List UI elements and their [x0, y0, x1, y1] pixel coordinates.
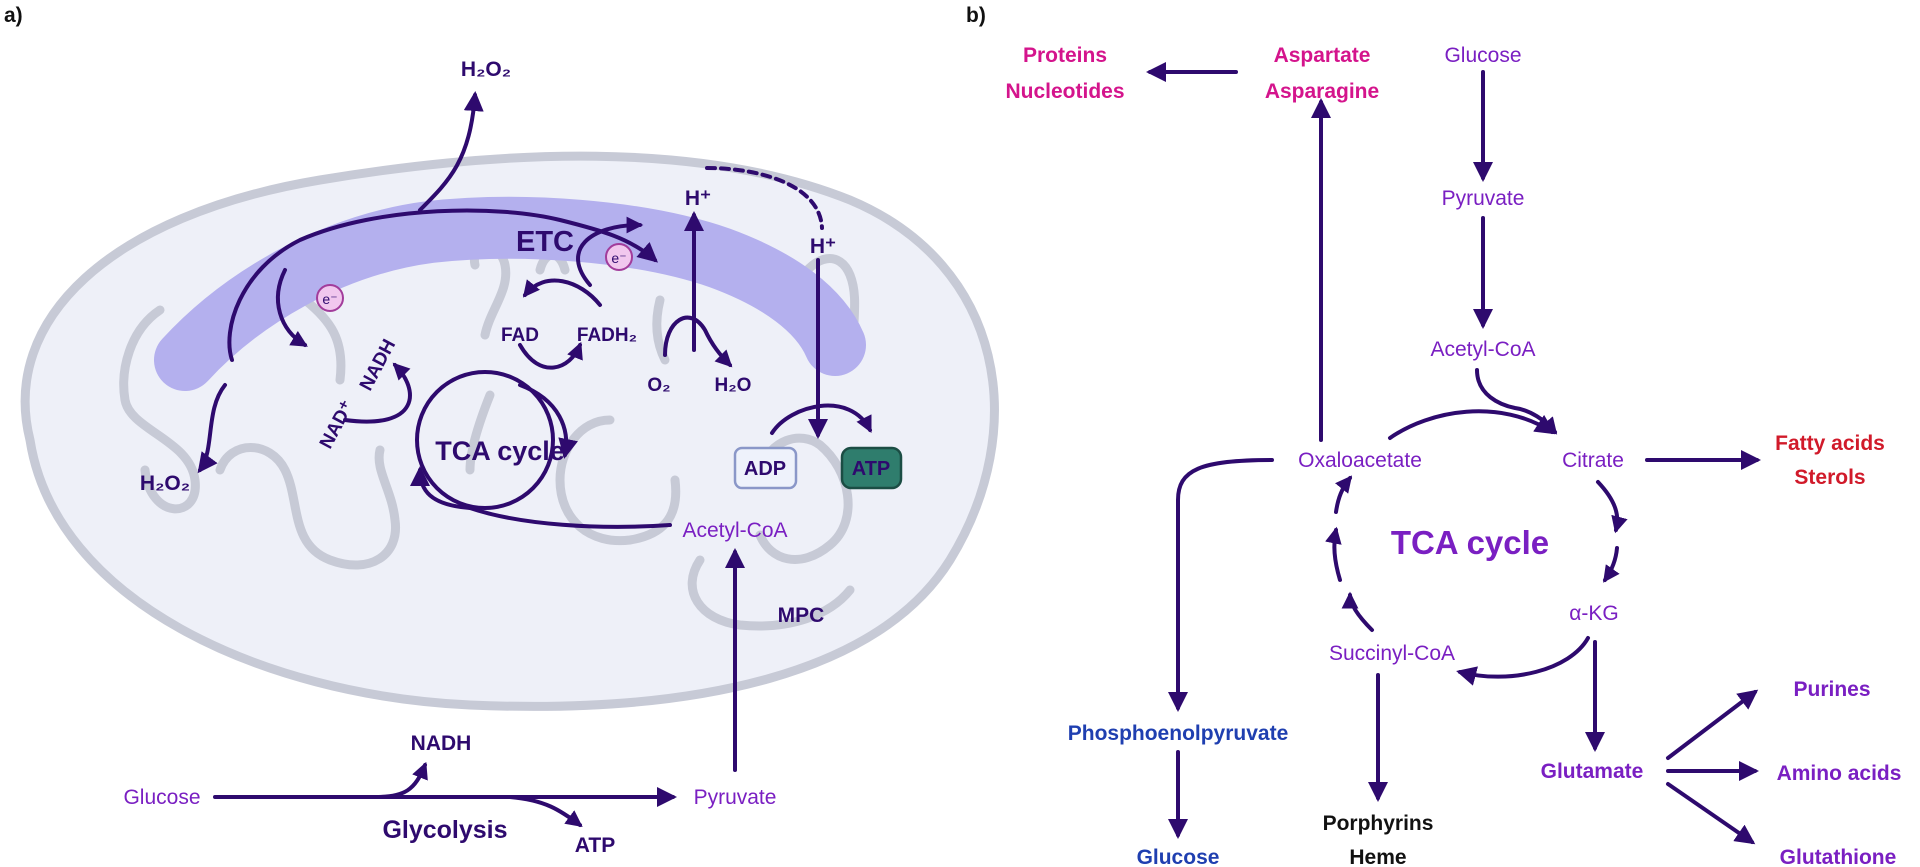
- arrow-succinyl-to-oxaloacetate-3: [1334, 475, 1353, 514]
- arrow-to-fad: [522, 278, 602, 307]
- fad-label: FAD: [501, 325, 539, 346]
- tca-cycle-label-b: TCA cycle: [1391, 524, 1549, 561]
- h-plus-2-label: H⁺: [810, 235, 836, 258]
- crista-10: [652, 295, 670, 365]
- oxaloacetate-label: Oxaloacetate: [1298, 449, 1422, 472]
- fatty-acids-label: Fatty acids: [1775, 432, 1885, 455]
- arrow-fad-to-fadh2: [518, 341, 583, 370]
- adp-box: ADP: [733, 446, 798, 490]
- adp-label: ADP: [744, 458, 786, 480]
- acetyl-coa-label-a: Acetyl-CoA: [682, 519, 787, 542]
- svg-text:e⁻: e⁻: [611, 250, 626, 266]
- crista-2: [300, 295, 346, 385]
- cristae: [119, 243, 860, 631]
- arrow-to-nadh-glycolysis: [373, 761, 428, 799]
- porphyrins-label: Porphyrins: [1323, 812, 1434, 835]
- pyruvate-label-b: Pyruvate: [1442, 187, 1525, 210]
- panel-b-label: b): [966, 4, 986, 27]
- citrate-label: Citrate: [1562, 449, 1624, 472]
- panel-a-arrows: [197, 91, 872, 828]
- electron-2: e⁻: [605, 243, 633, 271]
- h-plus-1-label: H⁺: [685, 187, 711, 210]
- glucose-label-a: Glucose: [123, 786, 200, 809]
- svg-text:e⁻: e⁻: [322, 291, 337, 307]
- nucleotides-label: Nucleotides: [1005, 80, 1124, 103]
- aspartate-label: Aspartate: [1274, 44, 1371, 67]
- panel-a-label: a): [4, 4, 23, 27]
- phosphoenolpyruvate-label: Phosphoenolpyruvate: [1068, 722, 1289, 745]
- panel-b-labels: Proteins Nucleotides Aspartate Asparagin…: [1005, 44, 1901, 867]
- nadh-glycolysis-label: NADH: [411, 732, 472, 755]
- arrow-to-h2o2-top: [418, 91, 484, 212]
- asparagine-label: Asparagine: [1265, 80, 1379, 103]
- arrow-to-h2o2-left: [197, 383, 227, 474]
- h2o2-top-label: H₂O₂: [461, 58, 511, 81]
- arrow-akg-to-succinyl-coa: [1456, 636, 1590, 686]
- glutamate-label: Glutamate: [1541, 760, 1644, 783]
- sterols-label: Sterols: [1794, 466, 1865, 489]
- arrow-citrate-to-akg-2: [1603, 546, 1620, 583]
- glutathione-label: Glutathione: [1780, 846, 1897, 867]
- arrow-acetyl-coa-into-cycle: [1475, 368, 1558, 435]
- panel-b: b) Proteins Nucleotides A: [966, 4, 1901, 867]
- fadh2-label: FADH₂: [577, 325, 637, 346]
- etc-band: [154, 196, 866, 391]
- arrow-oxaloacetate-to-citrate: [1388, 409, 1556, 440]
- o2-label: O₂: [647, 375, 670, 396]
- atp-glycolysis-label: ATP: [575, 834, 615, 857]
- crista-9: [465, 390, 495, 475]
- panel-a: a): [4, 4, 999, 857]
- purines-label: Purines: [1793, 678, 1870, 701]
- arrow-o2-to-h2o: [663, 315, 733, 368]
- crista-8: [687, 555, 855, 631]
- arrow-adp-to-atp: [770, 403, 872, 435]
- electron-1: e⁻: [316, 284, 344, 312]
- panel-b-arrows: [1146, 62, 1761, 845]
- proteins-label: Proteins: [1023, 44, 1107, 67]
- amino-acids-label: Amino acids: [1777, 762, 1902, 785]
- crista-7: [755, 433, 853, 564]
- arrow-fadh2-to-etc: [576, 216, 644, 287]
- pyruvate-label-a: Pyruvate: [694, 786, 777, 809]
- tca-cycle-ring: [415, 370, 555, 510]
- akg-label: α-KG: [1569, 602, 1618, 625]
- tca-cycle-label-a: TCA cycle: [435, 436, 565, 466]
- atp-box: ATP: [840, 446, 903, 490]
- atp-label: ATP: [852, 458, 891, 480]
- succinyl-coa-label: Succinyl-CoA: [1329, 642, 1455, 665]
- arrow-citrate-to-akg-1: [1596, 480, 1628, 534]
- crista-3: [215, 443, 401, 570]
- mitochondrion: [20, 151, 999, 711]
- proton-return-dashed: [705, 166, 824, 230]
- tca-cycle-arrow-right: [518, 383, 578, 459]
- panel-a-metabolite-labels: Acetyl-CoA Glucose Pyruvate: [123, 519, 787, 809]
- arrow-to-atp-glycolysis: [508, 795, 583, 828]
- h2o2-left-label: H₂O₂: [140, 472, 190, 495]
- tca-cycle-arrow-left: [410, 466, 472, 510]
- arrow-electron-nad: [275, 268, 308, 347]
- glycolysis-label: Glycolysis: [382, 816, 507, 844]
- glucose-label-b: Glucose: [1444, 44, 1521, 67]
- mpc-label: MPC: [778, 604, 825, 627]
- arrow-glutamate-to-glutathione: [1666, 782, 1756, 845]
- arrow-succinyl-to-oxaloacetate-1: [1341, 591, 1374, 632]
- h2o-label: H₂O: [715, 375, 752, 396]
- etc-label: ETC: [516, 226, 574, 258]
- arrow-succinyl-to-oxaloacetate-2: [1325, 526, 1342, 582]
- arrow-oxaloacetate-to-pep: [1168, 458, 1274, 712]
- acetyl-coa-to-tca: [468, 506, 672, 529]
- arrow-tca-to-nadh: [343, 362, 412, 424]
- glucose-out-label: Glucose: [1137, 846, 1220, 867]
- crista-1: [119, 305, 200, 514]
- acetyl-coa-label-b: Acetyl-CoA: [1430, 338, 1535, 361]
- arrow-glutamate-to-purines: [1666, 689, 1759, 760]
- heme-label: Heme: [1349, 846, 1406, 867]
